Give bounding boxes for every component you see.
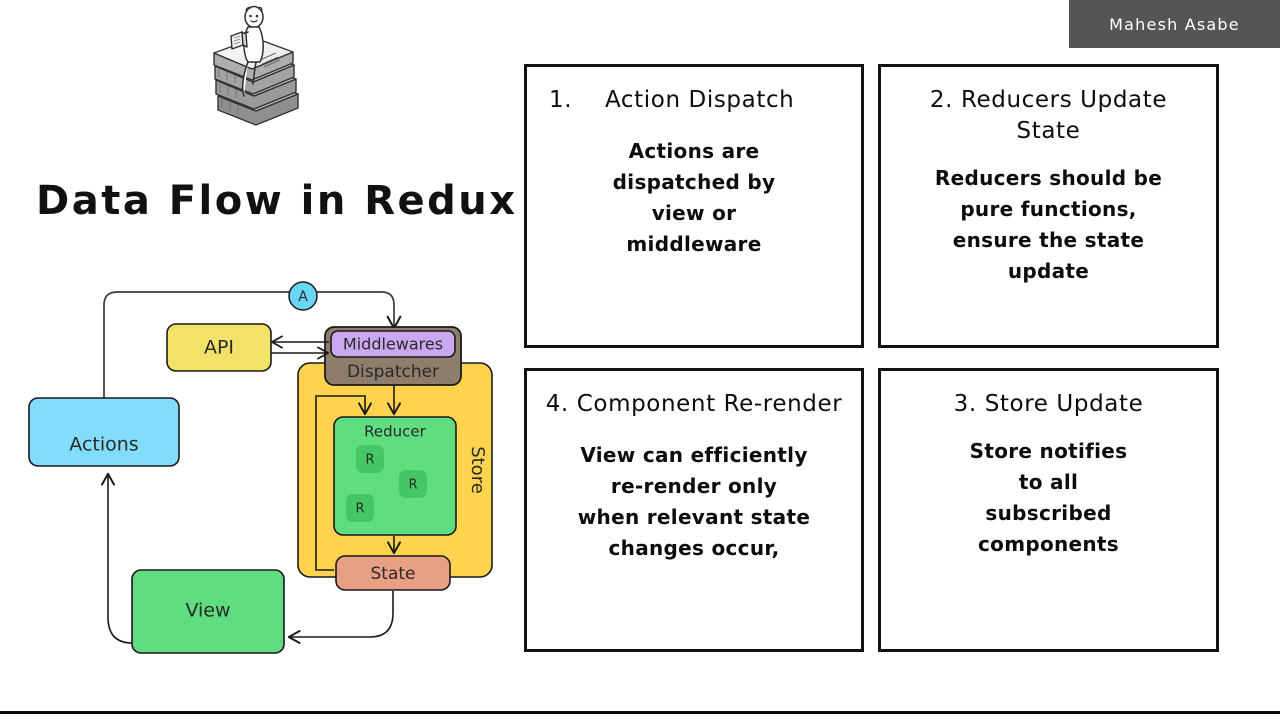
actions-label: Actions [69,434,138,456]
reducer-sub-label-3: R [355,502,364,517]
middlewares-box [330,330,456,358]
connector-state-to-reducer [315,395,372,571]
step-card-1[interactable]: 1. Action Dispatch Actions are dispatched… [524,64,864,348]
middlewares-label: Middlewares [343,335,443,354]
state-box [335,555,451,591]
step-card-2-body: Reducers should be pure functions, ensur… [934,166,1163,284]
step-card-1-number: 1. [549,87,573,113]
step-card-3[interactable]: 3. Store Update Store notifies to all su… [878,368,1219,652]
step-card-2-title: 2. Reducers Update State [929,87,1168,145]
reducer-sub-box-1 [356,445,384,473]
action-badge-label: A [298,289,308,305]
reducer-sub-box-3 [346,494,374,522]
person-reading-on-book-stack-icon [198,4,310,140]
bottom-divider [0,711,1280,714]
step-card-3-body: Store notifies to all subscribed compone… [969,439,1128,557]
step-card-1-title: 1. Action Dispatch [543,85,845,116]
reducer-sub-label-2: R [408,478,417,493]
connector-state-to-view [287,591,394,644]
reducer-label: Reducer [364,423,426,441]
action-badge-circle [288,281,318,311]
connector-view-to-actions [101,472,133,644]
step-card-1-heading: Action Dispatch [605,87,795,113]
redux-data-flow-diagram: Store Middlewares Dispatcher API Reducer… [0,265,512,665]
presenter-name: Mahesh Asabe [1109,14,1240,34]
state-label: State [371,564,416,584]
step-card-4[interactable]: 4. Component Re-render View can efficien… [524,368,864,652]
view-label: View [185,600,230,622]
view-box [131,569,285,654]
step-card-4-title: 4. Component Re-render [545,391,843,417]
reducer-sub-label-1: R [365,453,374,468]
connector-actions-to-dispatcher [103,291,402,431]
dispatcher-label: Dispatcher [347,362,439,382]
reducer-sub-box-2 [399,470,427,498]
step-card-1-body: Actions are dispatched by view or middle… [612,139,776,257]
presenter-badge: Mahesh Asabe [1069,0,1280,48]
step-card-2[interactable]: 2. Reducers Update State Reducers should… [878,64,1219,348]
step-card-3-title: 3. Store Update [953,391,1144,417]
api-label: API [204,337,234,359]
store-label: Store [467,446,488,494]
actions-box [28,397,180,467]
page-title: Data Flow in Redux [36,178,518,224]
step-card-4-body: View can efficiently re-render only when… [577,443,811,561]
